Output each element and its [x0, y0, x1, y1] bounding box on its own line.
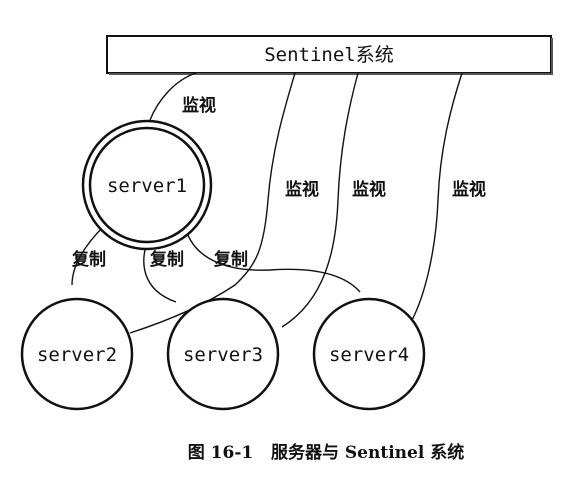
server1-node: server1 [81, 119, 213, 251]
sentinel-system-label: Sentinel系统 [264, 44, 394, 66]
server3-label: server3 [183, 344, 263, 366]
monitor-line-server4 [411, 72, 463, 321]
monitor-label-server4: 监视 [452, 179, 486, 200]
replicate-label-server3: 复制 [149, 249, 184, 270]
replicate-line-server4 [185, 229, 361, 293]
server4-label: server4 [329, 344, 409, 366]
sentinel-system-box: Sentinel系统 [106, 35, 553, 75]
server3-node: server3 [166, 297, 280, 411]
monitor-line-server1 [149, 72, 197, 121]
monitor-label-server3: 监视 [352, 179, 386, 200]
server4-node: server4 [312, 297, 426, 411]
server2-node: server2 [20, 297, 134, 411]
monitor-line-server3 [281, 72, 359, 328]
server2-label: server2 [37, 344, 117, 366]
figure-caption: 图 16-1 服务器与 Sentinel 系统 [188, 442, 464, 463]
monitor-label-server1: 监视 [182, 95, 216, 116]
replicate-line-server2 [71, 225, 105, 286]
server1-label: server1 [107, 175, 187, 197]
replicate-label-server2: 复制 [71, 249, 106, 270]
monitor-label-server2: 监视 [285, 179, 319, 200]
replicate-label-server4: 复制 [213, 249, 248, 270]
